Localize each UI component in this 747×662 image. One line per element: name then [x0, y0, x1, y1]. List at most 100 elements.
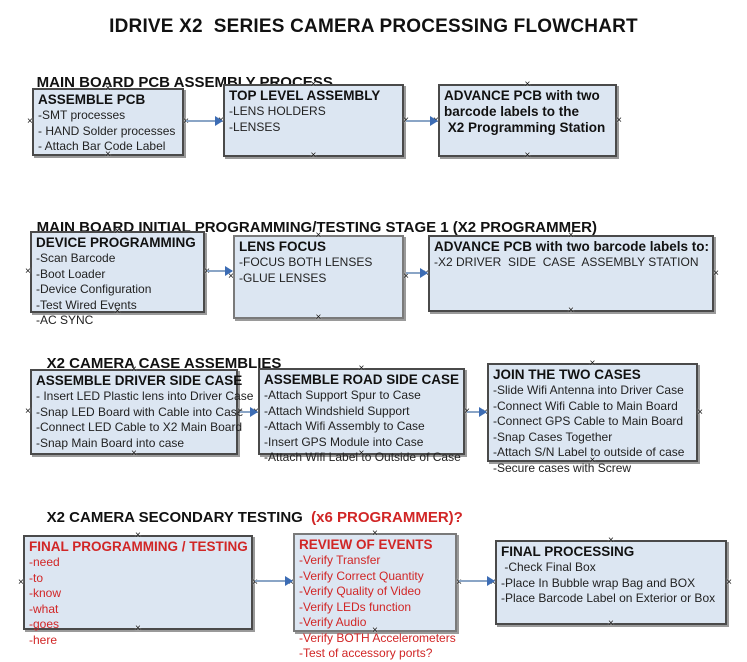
box-item: -Connect LED Cable to X2 Main Board: [36, 420, 243, 434]
box-item-list: -need-to-know-what-goes-here: [29, 555, 247, 648]
page-title: IDRIVE X2 SERIES CAMERA PROCESSING FLOWC…: [109, 16, 638, 37]
box-advance-pcb-driver-side: ADVANCE PCB with two barcode labels to: …: [423, 231, 719, 316]
box-item: -FOCUS BOTH LENSES: [239, 255, 373, 269]
box-item: -Attach S/N Label to outside of case: [493, 445, 685, 459]
box-item: -Connect Wifi Cable to Main Board: [493, 398, 678, 413]
connection-point-icon: ×: [25, 266, 31, 277]
box-title-line: ADVANCE PCB with two: [444, 88, 600, 103]
box-assemble-pcb: ASSEMBLE PCB -SMT processes- HAND Solder…: [27, 84, 189, 160]
box-assemble-driver-side-case: ASSEMBLE DRIVER SIDE CASE - Insert LED P…: [25, 365, 254, 459]
flow-arrow-icon: [467, 407, 487, 417]
box-title-line: DEVICE PROGRAMMING: [36, 235, 196, 250]
box-item-list: -Slide Wifi Antenna into Driver Case-Con…: [493, 383, 692, 476]
box-item-list: - Insert LED Plastic lens into Driver Ca…: [36, 389, 254, 451]
box-item: -Attach Windshield Support: [264, 403, 410, 418]
box-item: -Snap LED Board with Cable into Case: [36, 404, 244, 419]
box-device-programming: DEVICE PROGRAMMING -Scan Barcode-Boot Lo…: [25, 227, 210, 328]
box-item-list: -Scan Barcode-Boot Loader-Device Configu…: [36, 251, 199, 329]
box-item: -Snap Cases Together: [493, 429, 613, 444]
box-item: -Verify Quality of Video: [299, 584, 421, 598]
box-title-line: LENS FOCUS: [239, 239, 327, 254]
box-item: -Insert GPS Module into Case: [264, 434, 424, 449]
box-item: -LENS HOLDERS: [229, 104, 326, 118]
box-title-line: FINAL PROCESSING: [501, 544, 635, 559]
connection-point-icon: ×: [608, 618, 614, 629]
section-header-text: X2 CAMERA CASE ASSEMBLIES: [46, 355, 282, 372]
box-item: -Connect GPS Cable to Main Board: [493, 414, 684, 428]
connection-point-icon: ×: [310, 150, 317, 161]
box-title-line: ADVANCE PCB with two barcode labels to:: [434, 239, 710, 254]
flow-arrow-icon: [186, 116, 223, 126]
box-title: REVIEW OF EVENTS: [299, 537, 451, 553]
box-item: -Boot Loader: [36, 266, 106, 281]
box-item-list: -Attach Support Spur to Case-Attach Wind…: [264, 388, 461, 466]
box-item-list: -SMT processes- HAND Solder processes- A…: [38, 108, 178, 155]
connection-point-icon: ×: [697, 406, 703, 418]
box-item: -Place In Bubble wrap Bag and BOX: [501, 575, 696, 590]
box-item: -X2 DRIVER SIDE CASE ASSEMBLY STATION: [434, 255, 699, 269]
box-item: - HAND Solder processes: [38, 123, 176, 138]
box-item: -Test of accessory ports?: [299, 646, 433, 660]
box-title: ASSEMBLE ROAD SIDE CASE: [264, 372, 459, 388]
box-item: - Insert LED Plastic lens into Driver Ca…: [36, 389, 254, 403]
box-item: -what: [29, 601, 59, 616]
box-item: -Check Final Box: [501, 560, 596, 574]
box-final-programming-testing: FINAL PROGRAMMING / TESTING -need-to-kno…: [18, 531, 258, 647]
box-item-list: -Check Final Box-Place In Bubble wrap Ba…: [501, 560, 721, 607]
box-top-level-assembly: TOP LEVEL ASSEMBLY -LENS HOLDERS-LENSES …: [218, 80, 409, 161]
box-join-the-two-cases: JOIN THE TWO CASES -Slide Wifi Antenna i…: [482, 359, 703, 475]
box-item-list: -Verify Transfer-Verify Correct Quantity…: [299, 553, 456, 662]
box-title: FINAL PROGRAMMING / TESTING: [29, 539, 248, 555]
box-item: -AC SYNC: [36, 313, 94, 327]
box-title-line: barcode labels to the: [444, 104, 580, 119]
flow-arrow-icon: [406, 116, 438, 126]
box-item: - Attach Bar Code Label: [38, 139, 166, 153]
box-final-processing: FINAL PROCESSING -Check Final Box-Place …: [490, 536, 732, 629]
box-assemble-road-side-case: ASSEMBLE ROAD SIDE CASE -Attach Support …: [253, 364, 470, 465]
box-item: -GLUE LENSES: [239, 270, 327, 285]
box-title-line: TOP LEVEL ASSEMBLY: [229, 88, 381, 103]
box-item-list: -X2 DRIVER SIDE CASE ASSEMBLY STATION: [434, 255, 708, 271]
connection-point-icon: ×: [568, 305, 574, 316]
connection-point-icon: ×: [25, 406, 31, 417]
box-item: -Snap Main Board into case: [36, 435, 185, 450]
flow-arrow-icon: [406, 268, 428, 278]
flow-arrow-icon: [207, 266, 233, 276]
box-item: -Scan Barcode: [36, 251, 116, 265]
box-title-line: REVIEW OF EVENTS: [299, 537, 433, 552]
box-item: -to: [29, 570, 44, 585]
box-title-line: ASSEMBLE PCB: [38, 92, 146, 107]
box-title: FINAL PROCESSING: [501, 544, 721, 560]
box-item: -Verify LEDs function: [299, 599, 412, 614]
section-header-case-assemblies: X2 CAMERA CASE ASSEMBLIES: [30, 338, 282, 389]
box-item: -Attach Support Spur to Case: [264, 388, 421, 402]
box-item: -Verify BOTH Accelerometers: [299, 630, 456, 645]
box-item: -LENSES: [229, 119, 281, 134]
connection-point-icon: ×: [18, 576, 24, 588]
box-item: -SMT processes: [38, 108, 126, 122]
section-header-text: X2 CAMERA SECONDARY TESTING: [46, 509, 312, 526]
connection-point-icon: ×: [315, 312, 322, 323]
box-title: DEVICE PROGRAMMING: [36, 235, 199, 251]
box-item: -Place Barcode Label on Exterior or Box: [501, 591, 716, 605]
box-title-line: X2 Programming Station: [444, 120, 606, 135]
box-item-list: -LENS HOLDERS-LENSES: [229, 104, 398, 135]
section-header-red-text: (x6 PROGRAMMER)?: [311, 509, 463, 526]
connection-point-icon: ×: [713, 267, 719, 279]
box-item: -here: [29, 632, 58, 647]
connection-point-icon: ×: [524, 150, 531, 161]
box-title: LENS FOCUS: [239, 239, 398, 255]
box-item: -goes: [29, 617, 60, 631]
box-title: ADVANCE PCB with two barcode labels to:: [434, 239, 710, 255]
connection-point-icon: ×: [616, 114, 622, 126]
connection-point-icon: ×: [726, 576, 732, 588]
box-item: -Attach Wifi Assembly to Case: [264, 419, 425, 433]
box-title: TOP LEVEL ASSEMBLY: [229, 88, 398, 104]
box-title: ASSEMBLE PCB: [38, 92, 178, 108]
box-item: -Attach Wifi Label to Outside of Case: [264, 450, 461, 464]
flow-arrow-icon: [240, 407, 258, 417]
box-item: -need: [29, 555, 60, 569]
